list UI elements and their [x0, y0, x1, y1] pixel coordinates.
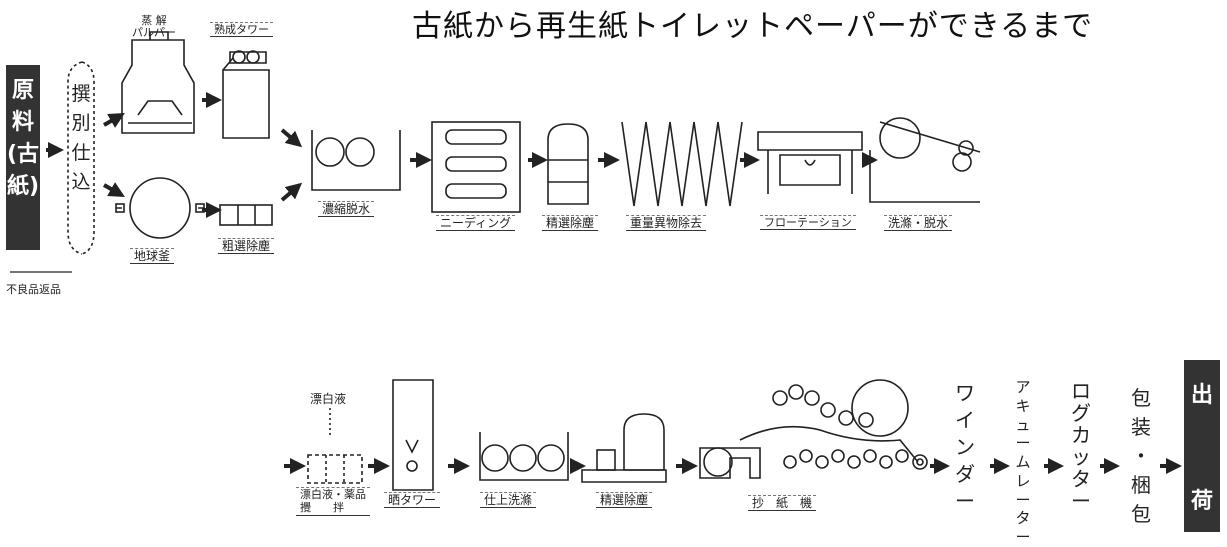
aging-tower-label: 熟成タワー	[210, 22, 273, 37]
fine-clean2-label: 精選除塵	[596, 492, 653, 508]
finish-wash-label: 仕上洗滌	[480, 492, 537, 508]
flotation-icon	[757, 131, 863, 194]
finish-wash-icon	[479, 432, 569, 481]
fine-cleaner1-icon	[547, 123, 589, 205]
source-char: 原	[11, 78, 34, 103]
aging-tower-icon	[222, 50, 270, 139]
winder-step: ワ イ ン ダ ー	[955, 381, 975, 513]
sort-char: 撰	[71, 83, 91, 105]
ship-block: 出 荷	[1184, 360, 1220, 532]
source-block: 原 料 (古 紙)	[6, 65, 40, 250]
sort-char: 仕	[71, 141, 91, 164]
packaging-step: 包 装 ・ 梱 包	[1131, 386, 1151, 526]
flotation-label: フローテーション	[760, 215, 856, 230]
sort-char: 込	[71, 171, 91, 194]
wash-dewater-icon	[869, 117, 981, 203]
coarse-label: 粗選除塵	[218, 238, 275, 254]
bleach-liquid-label: 漂白液	[310, 392, 347, 406]
bleach-mix-label: 漂白液・薬品 攪 拌	[296, 487, 370, 517]
pulper-icon	[121, 31, 195, 134]
kneading-icon	[431, 121, 521, 213]
paper-machine-icon	[699, 379, 928, 479]
flow-arrows	[46, 92, 1182, 474]
source-char: 料	[11, 109, 34, 135]
wash-dewater-label: 洗滌・脱水	[884, 215, 953, 231]
coarse-screen-icon	[219, 204, 273, 226]
concentrator-icon	[311, 130, 401, 191]
heavy-removal-label: 重量異物除去	[626, 215, 707, 231]
concentrate-label: 濃縮脱水	[318, 201, 375, 217]
bleach-tower-icon	[392, 379, 434, 491]
source-char: 紙)	[6, 173, 40, 199]
sort-step-label: 撰 別 仕 込	[66, 80, 96, 198]
log-cutter-step: ロ グ カ ッ タ ー	[1071, 379, 1091, 513]
bleach-tower-label: 晒タワー	[384, 492, 441, 508]
accumulator-step: ア キ ュ ー ム レ ー タ ー	[1015, 378, 1031, 546]
drum-icon	[115, 177, 205, 239]
bleach-mixer-icon	[307, 408, 363, 484]
fine-clean1-label: 精選除塵	[542, 215, 599, 231]
heavy-removal-icon	[621, 121, 743, 207]
source-char: (古	[6, 141, 40, 167]
diagram-title: 古紙から再生紙トイレットペーパーができるまで	[412, 9, 1094, 44]
drum-label: 地球釜	[130, 248, 175, 264]
fine-cleaner2-icon	[581, 413, 667, 483]
return-label: 不良品返品	[6, 283, 61, 296]
kneading-label: ニーディング	[436, 215, 516, 231]
paper-machine-label: 抄 紙 機	[748, 495, 817, 511]
sort-char: 別	[71, 112, 91, 135]
